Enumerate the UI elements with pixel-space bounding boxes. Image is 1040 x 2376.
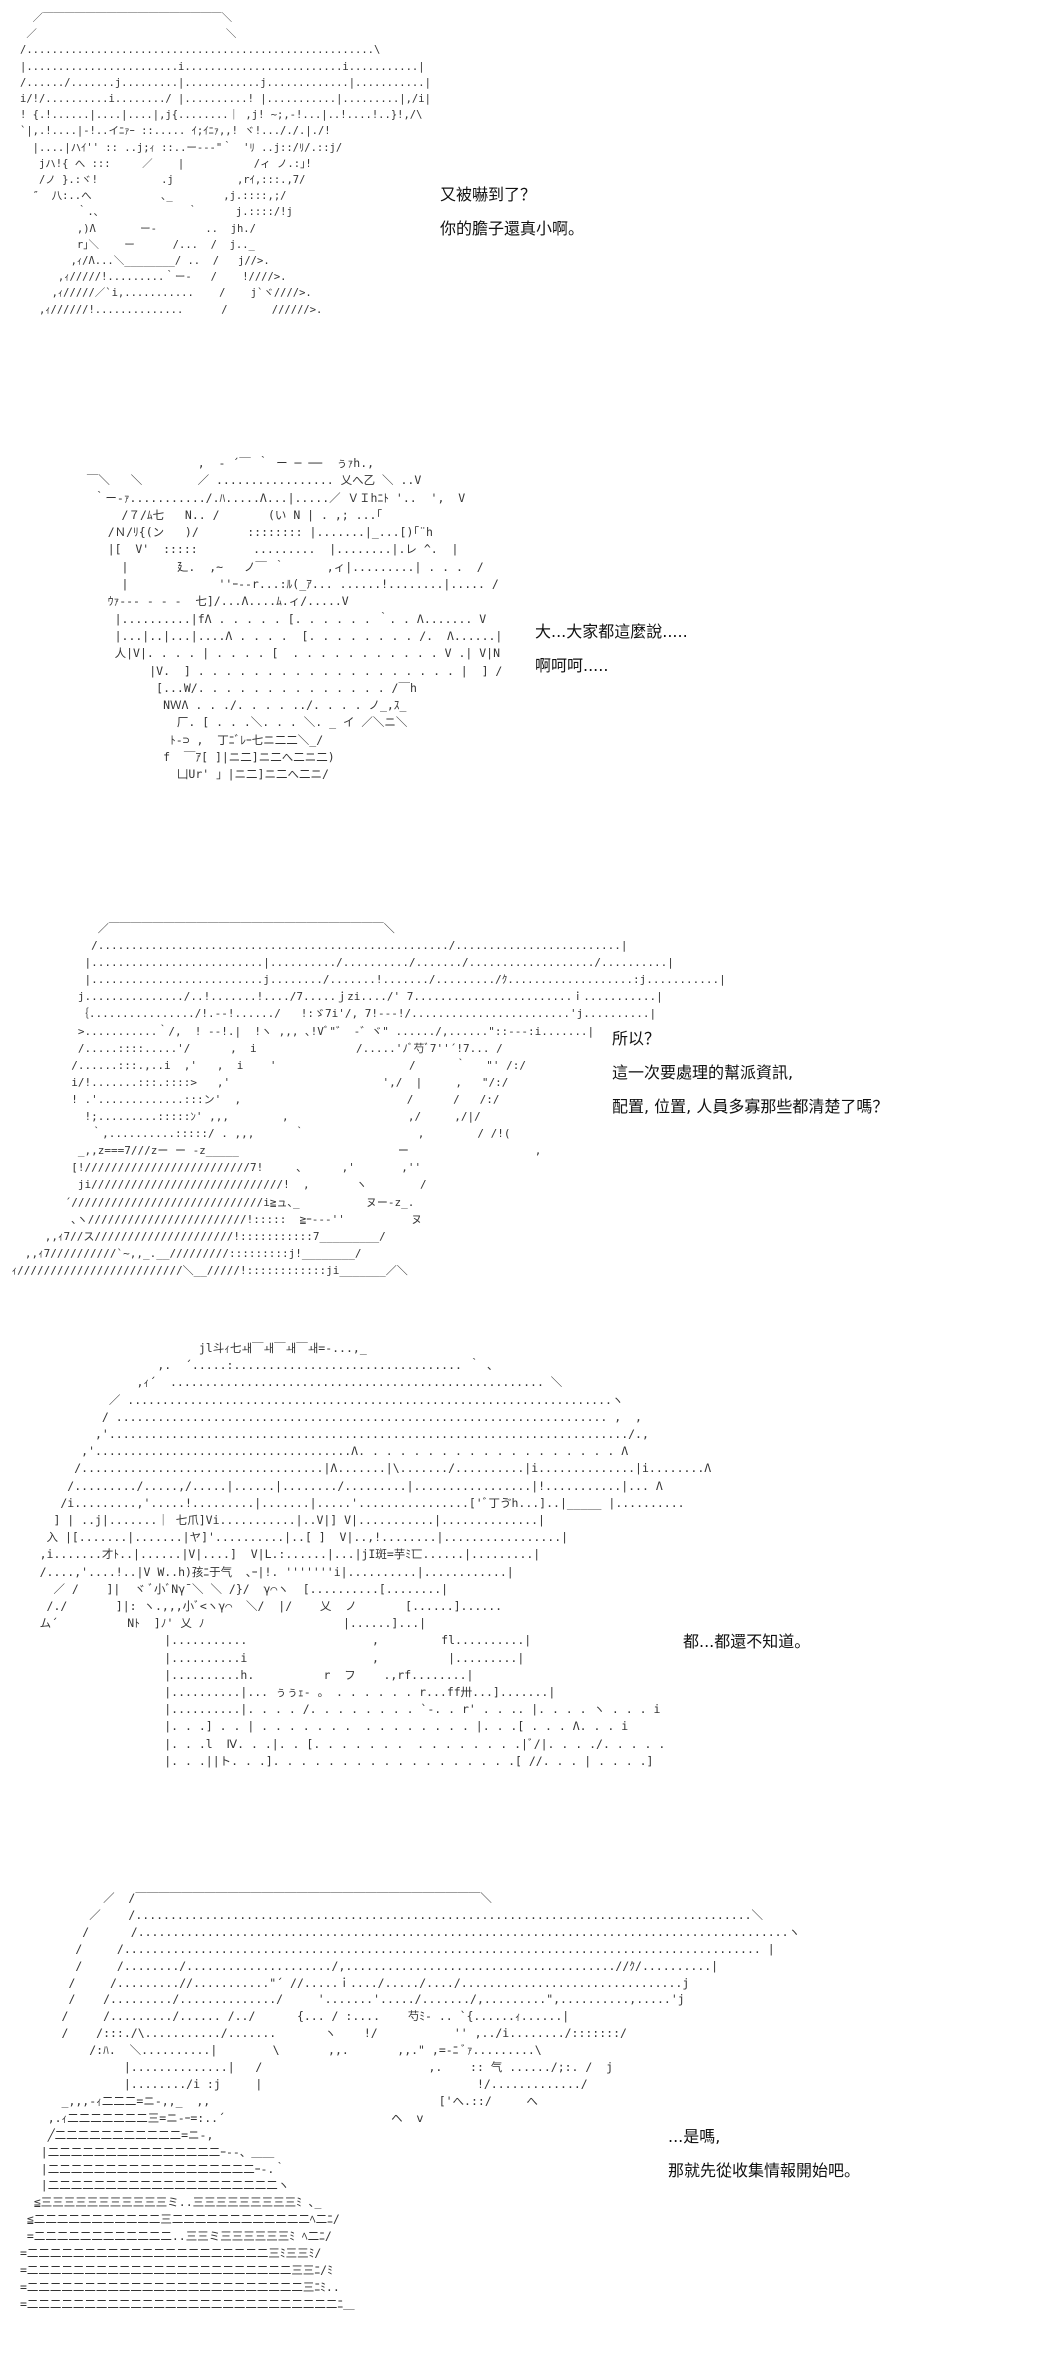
dialog-line: 大...大家都這麼說..... xyxy=(535,622,688,641)
ascii-art-character-1: ／￣￣￣￣￣￣￣￣￣￣￣￣￣￣￣￣￣＼ ／ ＼ /...............… xyxy=(20,12,431,316)
panel-3: ／￣￣￣￣￣￣￣￣￣￣￣￣￣￣￣￣￣￣￣￣￣￣￣￣￣＼ /...........… xyxy=(0,900,1040,1320)
dialog-1: 又被嚇到了？ 你的膽子還真小啊。 xyxy=(440,178,584,246)
dialog-line: 都...都還不知道。 xyxy=(683,1632,811,1651)
dialog-line: 配置, 位置, 人員多寡那些都清楚了嗎？ xyxy=(612,1097,889,1116)
panel-4: jl斗ｨ七ￎ￣ￎ￣ￎ￣ￎ=-...,_ ,. ´.....:..........… xyxy=(0,1325,1040,1870)
dialog-line: 你的膽子還真小啊。 xyxy=(440,219,585,238)
dialog-line: 這一次要處理的幫派資訊, xyxy=(612,1063,794,1082)
panel-5: ／ /￣￣￣￣￣￣￣￣￣￣￣￣￣￣￣￣￣￣￣￣￣￣￣￣￣￣￣￣￣￣＼ ／ /..… xyxy=(0,1870,1040,2370)
ascii-art-character-4: jl斗ｨ七ￎ￣ￎ￣ￎ￣ￎ=-...,_ ,. ´.....:..........… xyxy=(39,1341,712,1768)
dialog-5: ...是嗎, 那就先從收集情報開始吧。 xyxy=(668,2120,860,2188)
panel-1: ／￣￣￣￣￣￣￣￣￣￣￣￣￣￣￣￣￣＼ ／ ＼ /...............… xyxy=(0,0,1040,430)
dialog-4: 都...都還不知道。 xyxy=(683,1625,810,1659)
dialog-line: ...是嗎, xyxy=(668,2127,721,2146)
dialog-line: 啊呵呵..... xyxy=(535,656,609,675)
ascii-art-character-3: ／￣￣￣￣￣￣￣￣￣￣￣￣￣￣￣￣￣￣￣￣￣￣￣￣￣＼ /...........… xyxy=(11,922,726,1277)
dialog-2: 大...大家都這麼說..... 啊呵呵..... xyxy=(535,615,688,683)
dialog-line: 又被嚇到了？ xyxy=(440,185,537,204)
ascii-art-character-2: , ‐ ´￣ ｀ ー ─ ── ぅｧh., ￣＼ ＼ ／ ...........… xyxy=(86,456,503,782)
dialog-line: 所以？ xyxy=(612,1029,661,1048)
panel-2: , ‐ ´￣ ｀ ー ─ ── ぅｧh., ￣＼ ＼ ／ ...........… xyxy=(0,450,1040,900)
dialog-line: 那就先從收集情報開始吧。 xyxy=(668,2161,861,2180)
ascii-art-character-5: ／ /￣￣￣￣￣￣￣￣￣￣￣￣￣￣￣￣￣￣￣￣￣￣￣￣￣￣￣￣￣￣＼ ／ /..… xyxy=(20,1891,801,2311)
dialog-3: 所以？ 這一次要處理的幫派資訊, 配置, 位置, 人員多寡那些都清楚了嗎？ xyxy=(612,1022,888,1124)
